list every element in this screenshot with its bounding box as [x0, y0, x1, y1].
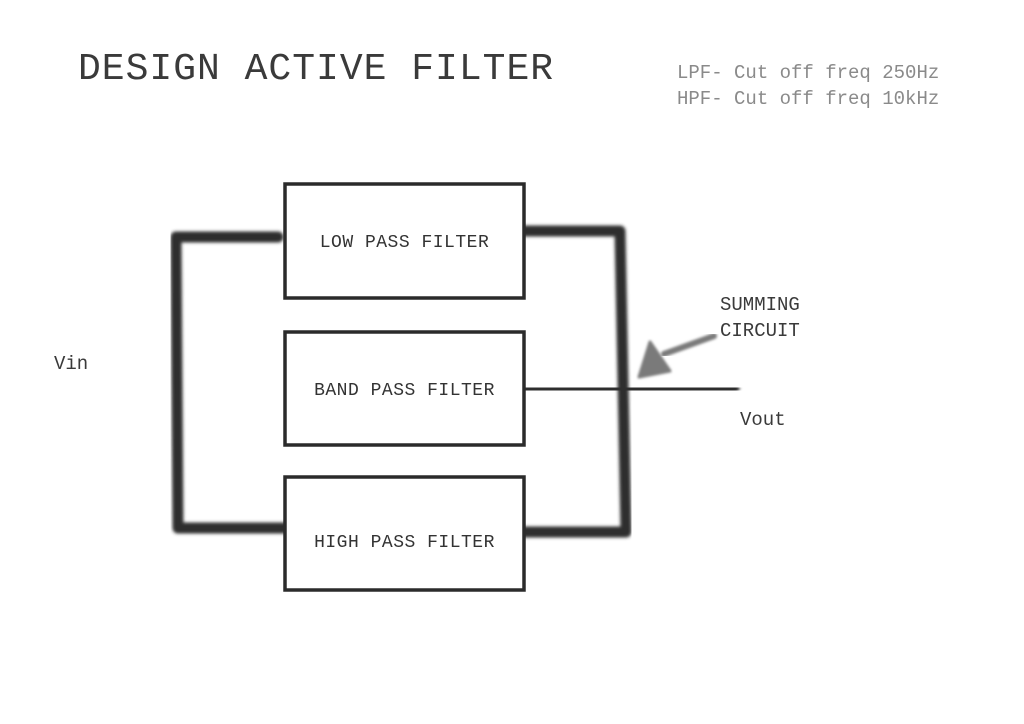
input-bus [170, 231, 290, 534]
vout-label: Vout [740, 409, 786, 431]
band-pass-filter-block: BAND PASS FILTER [283, 330, 526, 447]
hpf-spec: HPF- Cut off freq 10kHz [677, 88, 940, 110]
band-pass-filter-label: BAND PASS FILTER [314, 381, 495, 401]
lpf-spec: LPF- Cut off freq 250Hz [677, 62, 940, 84]
lpf-output-wire [518, 225, 632, 538]
high-pass-filter-block: HIGH PASS FILTER [283, 475, 526, 592]
summing-label-line1: SUMMING [720, 294, 800, 316]
vin-label: Vin [54, 353, 88, 375]
diagram-title: DESIGN ACTIVE FILTER [78, 48, 555, 91]
low-pass-filter-label: LOW PASS FILTER [320, 233, 490, 253]
high-pass-filter-label: HIGH PASS FILTER [314, 533, 495, 553]
low-pass-filter-block: LOW PASS FILTER [283, 182, 526, 300]
output-wire [520, 382, 740, 396]
arrow-icon [637, 333, 717, 379]
summing-label-line2: CIRCUIT [720, 320, 800, 342]
